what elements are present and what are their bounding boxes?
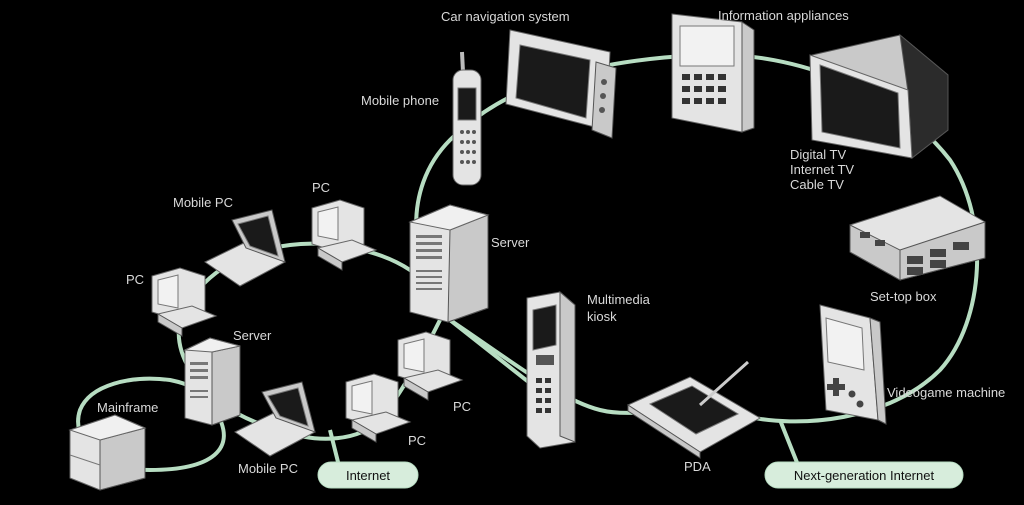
- multimedia-kiosk: [526, 290, 576, 449]
- server-left-label: Server: [233, 328, 272, 343]
- button-icon: [848, 390, 856, 398]
- mainframe-label: Mainframe: [97, 400, 158, 415]
- knob-icon: [601, 79, 607, 85]
- kiosk-label: kiosk: [587, 309, 617, 324]
- mobile-pc-bottom-label: Mobile PC: [238, 461, 298, 476]
- next-gen-badge-bg: [764, 461, 964, 489]
- server-tower-center: [408, 204, 490, 323]
- button-icon: [856, 400, 864, 408]
- car-navigation-label: Car navigation system: [441, 9, 570, 24]
- pc-left-label: PC: [126, 272, 144, 287]
- set-top-box: [849, 195, 986, 281]
- server-center-label: Server: [491, 235, 530, 250]
- mainframe-unit: [68, 414, 147, 491]
- antenna-icon: [460, 51, 465, 73]
- pc-right-lower: [345, 373, 412, 443]
- server-tower-left: [183, 337, 241, 426]
- pda-label: PDA: [684, 459, 711, 474]
- videogame-machine: [819, 304, 887, 425]
- information-appliance: [671, 13, 755, 133]
- multimedia-label: Multimedia: [587, 292, 651, 307]
- pda-device: [626, 360, 762, 459]
- device-labels: Car navigation system Information applia…: [97, 8, 1005, 476]
- cable-tv-label: Cable TV: [790, 177, 844, 192]
- pc-right-lower-label: PC: [408, 433, 426, 448]
- next-generation-internet-label: Next-generation Internet: [794, 468, 935, 483]
- mainframe-link: [76, 376, 226, 473]
- pc-right-upper-label: PC: [453, 399, 471, 414]
- mobile-pc-bottom: [234, 381, 316, 457]
- knob-icon: [600, 93, 606, 99]
- pc-top-label: PC: [312, 180, 330, 195]
- mobile-pc-top: [204, 209, 286, 287]
- mobile-phone-label: Mobile phone: [361, 93, 439, 108]
- knob-icon: [599, 107, 605, 113]
- set-top-box-label: Set-top box: [870, 289, 937, 304]
- car-navigation-system: [505, 29, 617, 139]
- next-generation-internet-badge: Next-generation Internet: [764, 461, 964, 489]
- pc-right-upper: [397, 331, 464, 401]
- internet-badge-label: Internet: [346, 468, 390, 483]
- pc-left: [151, 267, 218, 337]
- internet-badge: Internet: [317, 461, 419, 489]
- information-appliances-label: Information appliances: [718, 8, 849, 23]
- digital-tv: [809, 33, 949, 159]
- internet-badge-bg: [317, 461, 419, 489]
- mobile-pc-top-label: Mobile PC: [173, 195, 233, 210]
- stylus-icon: [698, 360, 750, 407]
- videogame-machine-label: Videogame machine: [887, 385, 1005, 400]
- internet-tv-label: Internet TV: [790, 162, 854, 177]
- mobile-phone: [452, 51, 482, 186]
- digital-tv-label: Digital TV: [790, 147, 846, 162]
- pc-top: [311, 199, 378, 271]
